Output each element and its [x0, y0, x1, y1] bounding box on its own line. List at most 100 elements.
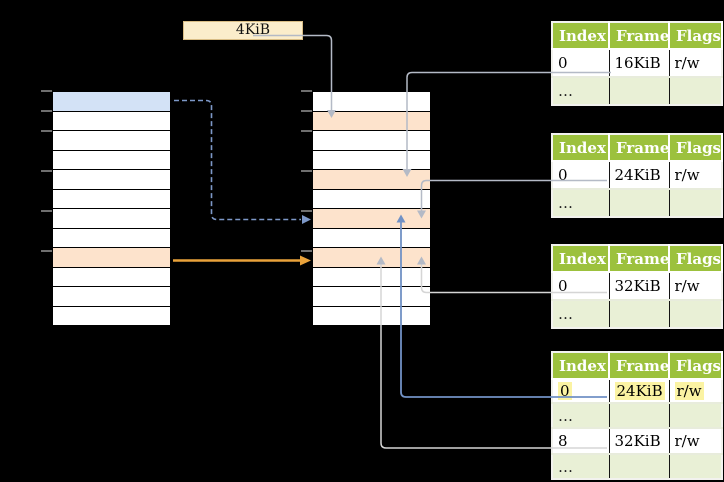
frame-cell: 32KiB [609, 427, 670, 454]
empty-cell [669, 76, 723, 105]
table-row: 0 24KiB r/w [552, 160, 723, 189]
memory-row [53, 189, 170, 209]
memory-row [313, 287, 430, 307]
memory-row [313, 267, 430, 287]
memory-row [53, 111, 170, 131]
page-table-1: Index Frame Flags 0 16KiB r/w … [551, 21, 723, 106]
address-tick [41, 210, 52, 212]
col-header-frame: Frame [609, 22, 670, 50]
ellipsis-cell: … [552, 299, 610, 328]
arrowhead-right-icon [300, 255, 311, 266]
memory-row [53, 248, 170, 268]
table-row: … [552, 453, 723, 479]
highlight-mark: 24KiB [614, 382, 665, 400]
col-header-index: Index [552, 134, 610, 162]
empty-cell [609, 188, 670, 217]
memory-row [53, 287, 170, 307]
table-row: … [552, 299, 723, 328]
col-header-frame: Frame [609, 245, 670, 273]
col-header-flags: Flags [669, 22, 723, 50]
index-cell: 8 [552, 427, 610, 454]
page-table-3: Index Frame Flags 0 32KiB r/w … [551, 244, 723, 329]
memory-row [313, 111, 430, 131]
empty-cell [669, 188, 723, 217]
address-tick [41, 110, 52, 112]
memory-row [313, 150, 430, 170]
table-header-row: Index Frame Flags [552, 134, 723, 162]
flags-cell: r/w [669, 160, 723, 189]
address-tick [41, 90, 52, 92]
frame-cell: 32KiB [609, 271, 670, 300]
address-tick [301, 210, 312, 212]
index-cell: 0 [552, 378, 610, 403]
address-tick [301, 90, 312, 92]
flags-cell: r/w [669, 271, 723, 300]
col-header-index: Index [552, 22, 610, 50]
memory-row [53, 131, 170, 151]
col-header-flags: Flags [669, 245, 723, 273]
address-tick [301, 130, 312, 132]
memory-row [53, 306, 170, 325]
empty-cell [669, 402, 723, 428]
table-row: … [552, 402, 723, 428]
address-tick [41, 250, 52, 252]
memory-row [313, 189, 430, 209]
col-header-frame: Frame [609, 352, 670, 380]
memory-row [53, 209, 170, 229]
address-tick [41, 170, 52, 172]
arrowhead-right-icon [302, 215, 311, 224]
flags-cell: r/w [669, 48, 723, 77]
ellipsis-cell: … [552, 188, 610, 217]
arrow-dashed-blue [174, 99, 301, 221]
address-tick [301, 170, 312, 172]
ellipsis-cell: … [552, 453, 610, 479]
index-cell: 0 [552, 48, 610, 77]
index-cell: 0 [552, 271, 610, 300]
highlight-mark: 0 [558, 382, 572, 400]
index-cell: 0 [552, 160, 610, 189]
page-table-2: Index Frame Flags 0 24KiB r/w … [551, 133, 723, 218]
memory-row [313, 306, 430, 325]
table-row: 0 16KiB r/w [552, 48, 723, 77]
col-header-flags: Flags [669, 134, 723, 162]
memory-row [313, 248, 430, 268]
empty-cell [669, 453, 723, 479]
memory-row [53, 92, 170, 112]
address-tick [301, 110, 312, 112]
flags-cell: r/w [669, 427, 723, 454]
flags-cell: r/w [669, 378, 723, 403]
physical-memory-table [312, 91, 431, 326]
empty-cell [609, 402, 670, 428]
address-tick [301, 250, 312, 252]
memory-row [53, 228, 170, 248]
memory-row [313, 209, 430, 229]
empty-cell [669, 299, 723, 328]
col-header-index: Index [552, 352, 610, 380]
virtual-memory-table [52, 91, 171, 326]
col-header-frame: Frame [609, 134, 670, 162]
ellipsis-cell: … [552, 76, 610, 105]
frame-cell: 24KiB [609, 378, 670, 403]
table-row: 0 32KiB r/w [552, 271, 723, 300]
empty-cell [609, 453, 670, 479]
frame-cell: 24KiB [609, 160, 670, 189]
memory-row [53, 170, 170, 190]
empty-cell [609, 76, 670, 105]
table-row: 8 32KiB r/w [552, 427, 723, 454]
table-header-row: Index Frame Flags [552, 245, 723, 273]
memory-row [53, 150, 170, 170]
memory-row [313, 170, 430, 190]
table-row: … [552, 76, 723, 105]
page-table-4: Index Frame Flags 0 24KiB r/w … 8 32KiB … [551, 351, 723, 480]
empty-cell [609, 299, 670, 328]
table-header-row: Index Frame Flags [552, 22, 723, 50]
memory-row [313, 92, 430, 112]
memory-row [53, 267, 170, 287]
memory-row [313, 131, 430, 151]
ellipsis-cell: … [552, 402, 610, 428]
page-size-label: 4KiB [183, 21, 303, 40]
col-header-index: Index [552, 245, 610, 273]
col-header-flags: Flags [669, 352, 723, 380]
highlight-mark: r/w [674, 382, 704, 400]
